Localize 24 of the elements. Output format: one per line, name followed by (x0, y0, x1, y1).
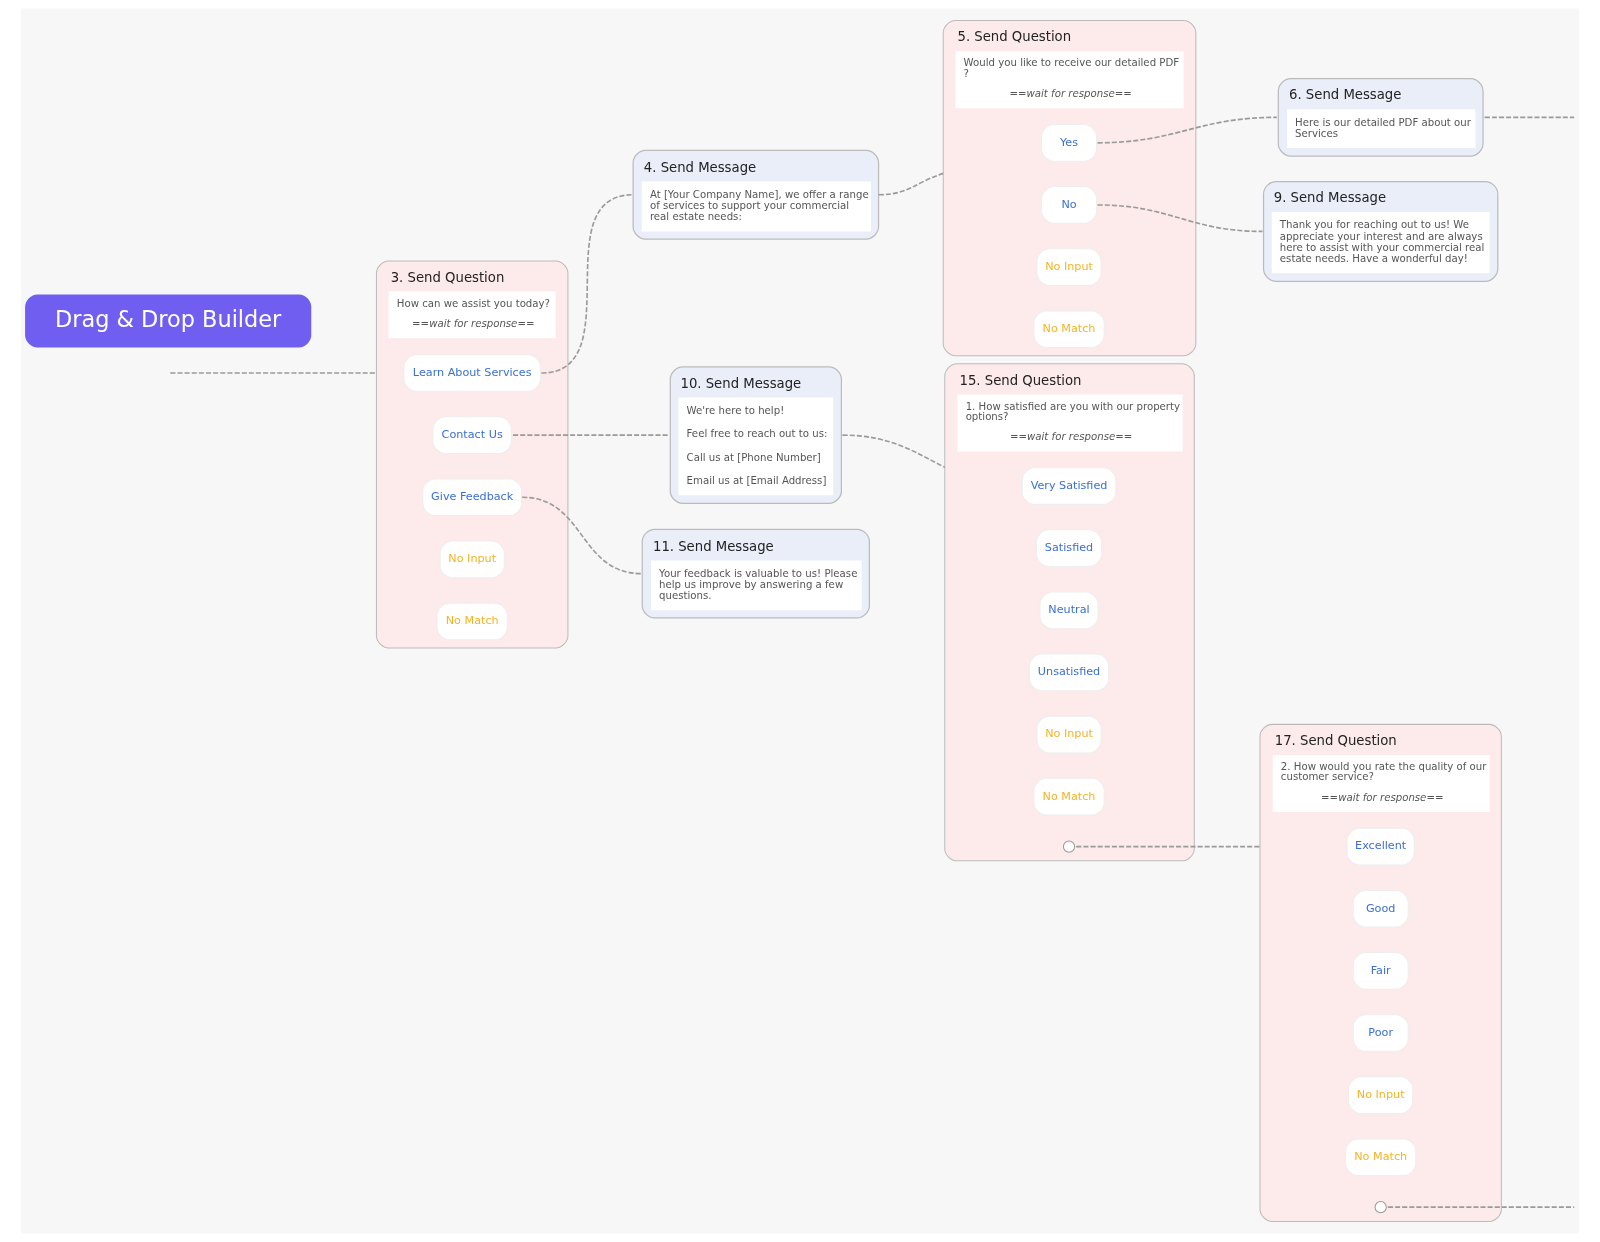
node-circle (1374, 1201, 1387, 1214)
connector (1096, 204, 1264, 233)
node-box: 9. Send Message Thank you for reaching out to us! We appreciate your interest and are always here to assist with your commercial real estate needs. Have a wonderful day! (1262, 180, 1499, 282)
connector (1483, 116, 1575, 119)
node-box: Contact Us (432, 416, 512, 454)
connector (877, 172, 945, 196)
connector (540, 193, 634, 374)
node-box: 10. Send Message We're here to help! Feel free to reach out to us: Call us at [Phone Number] Email us at [Email Address] (669, 366, 842, 504)
node-circle (1062, 840, 1076, 853)
connector (521, 496, 643, 575)
node-box: Give Feedback (422, 478, 523, 517)
node-box: 4. Send Message At [Your Company Name], we offer a range of services to support your commercial real estate needs: (632, 149, 880, 240)
node-box: Learn About Services (403, 354, 541, 392)
connector (512, 434, 671, 436)
connector (1075, 845, 1261, 848)
connector (1387, 1206, 1575, 1208)
label: Drag & Drop Builder (55, 305, 282, 332)
node-box: 6. Send Message Here is our detailed PDF about our Services (1277, 78, 1484, 157)
connector (841, 434, 946, 469)
node-box: Yes (1041, 123, 1098, 162)
node-box: 11. Send Message Your feedback is valuable to us! Please help us improve by answering a few questions. (641, 528, 870, 619)
node-box: No (1041, 186, 1098, 224)
connector (169, 372, 378, 374)
connector (1096, 116, 1278, 144)
